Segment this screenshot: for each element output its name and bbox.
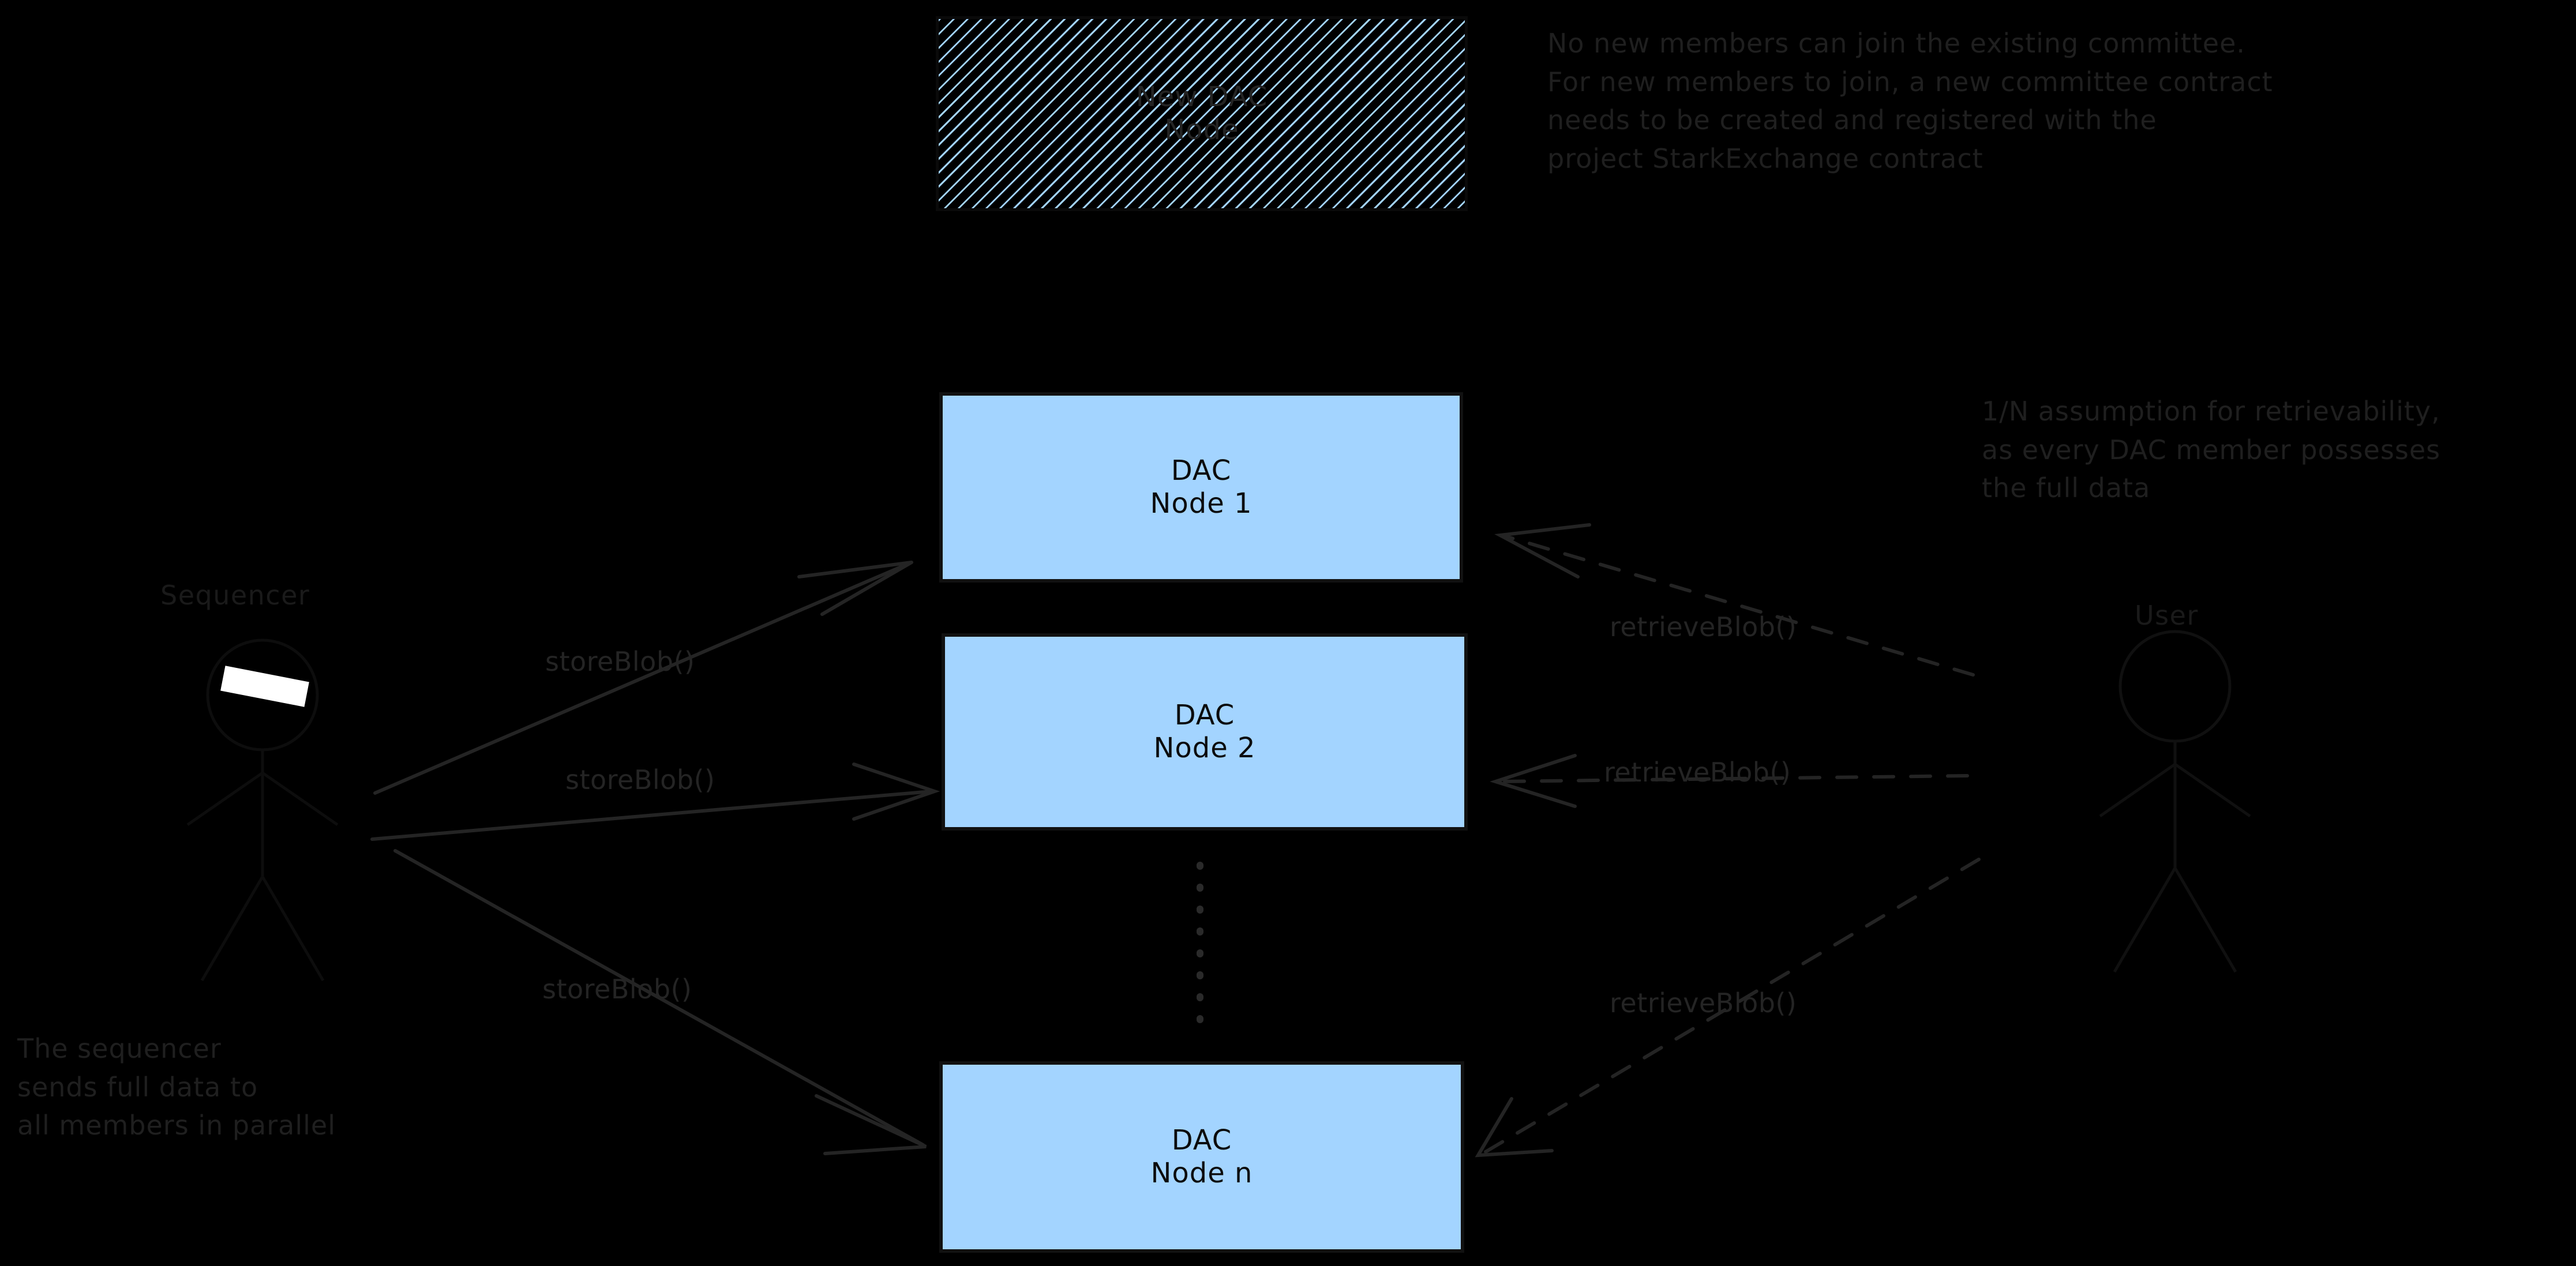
- retrieve-blob-edges: [1481, 535, 1981, 1155]
- edge-label-store-1: storeBlob(): [545, 646, 695, 677]
- dac-node-n-line-2: Node n: [1150, 1157, 1253, 1189]
- user-label: User: [2135, 600, 2199, 631]
- dac-node-2-line-2: Node 2: [1153, 732, 1256, 764]
- note-committee: No new members can join the existing com…: [1547, 28, 2273, 175]
- dac-node-1-line-2: Node 1: [1150, 487, 1253, 520]
- dac-node-n-line-1: DAC: [1171, 1124, 1232, 1157]
- edge-store-n: [393, 849, 925, 1147]
- edge-label-store-n: storeBlob(): [542, 974, 692, 1005]
- edge-retrieve-2: [1498, 774, 1969, 783]
- edge-label-retrieve-n: retrieveBlob(): [1610, 987, 1797, 1019]
- edge-retrieve-1: [1504, 535, 1975, 677]
- sequencer-figure: [186, 638, 339, 982]
- store-blob-edges: [370, 561, 940, 1155]
- dac-node-n-box[interactable]: DAC Node n: [939, 1061, 1464, 1253]
- edge-store-2: [370, 790, 933, 841]
- arrowhead-retrieve-n: [1475, 1097, 1554, 1158]
- arrowhead-retrieve-1: [1494, 523, 1591, 578]
- arrowhead-store-n: [815, 1094, 927, 1155]
- retrieve-arrowheads: [1475, 523, 1591, 1158]
- edge-retrieve-n: [1481, 858, 1981, 1155]
- new-dac-node-line-2: Node: [1164, 114, 1239, 146]
- edge-label-retrieve-2: retrieveBlob(): [1604, 757, 1791, 788]
- sequencer-label: Sequencer: [160, 580, 310, 611]
- edge-store-1: [373, 561, 913, 795]
- dac-node-2-line-1: DAC: [1174, 699, 1235, 732]
- user-figure: [2099, 630, 2251, 973]
- dac-node-2-box[interactable]: DAC Node 2: [942, 633, 1468, 831]
- dac-node-1-line-1: DAC: [1171, 454, 1232, 487]
- note-sequencer: The sequencer sends full data to all mem…: [17, 1033, 336, 1141]
- edge-label-retrieve-1: retrieveBlob(): [1610, 611, 1797, 643]
- edge-label-store-2: storeBlob(): [565, 764, 715, 795]
- arrowhead-store-2: [852, 762, 940, 821]
- new-dac-node-box[interactable]: New DAC Node: [936, 16, 1468, 211]
- new-dac-node-line-1: New DAC: [1135, 81, 1268, 114]
- arrowhead-retrieve-2: [1490, 754, 1577, 808]
- note-retrievability: 1/N assumption for retrievability, as ev…: [1982, 396, 2441, 504]
- arrowhead-store-1: [797, 561, 913, 616]
- dac-node-1-box[interactable]: DAC Node 1: [939, 392, 1463, 583]
